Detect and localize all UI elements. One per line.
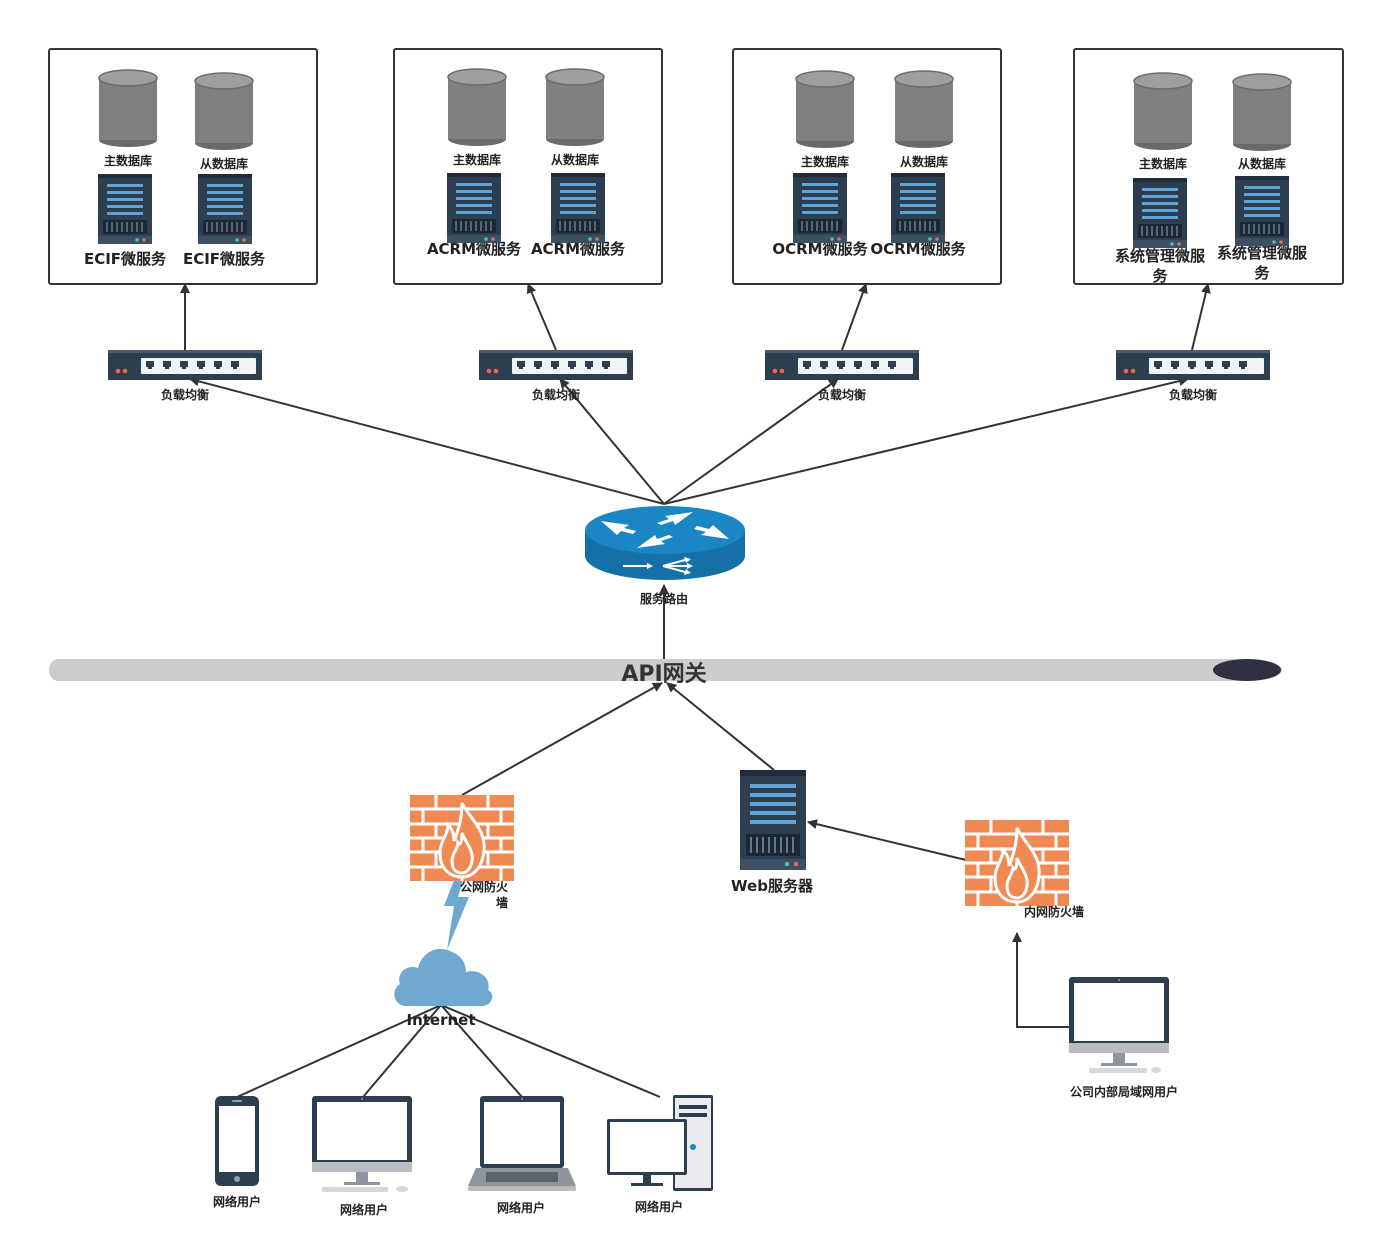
firewall-icon [965, 820, 1069, 906]
service-label: ACRM微服务 [426, 240, 522, 258]
slave-db-label: 从数据库 [199, 157, 248, 171]
slave-db-label: 从数据库 [1237, 157, 1286, 171]
edge-lb2-to-cluster2 [526, 283, 557, 351]
service-cluster-ocrm [732, 48, 1002, 285]
slave-db-label: 从数据库 [550, 153, 599, 167]
edge-router-to-lb4 [663, 376, 1189, 505]
service-cluster-sysmgmt [1073, 48, 1344, 285]
workstation-icon [607, 1095, 713, 1191]
master-db-label: 主数据库 [103, 154, 152, 168]
database-icon [1133, 72, 1193, 150]
service-cluster-ecif [48, 48, 318, 285]
database-icon [194, 72, 254, 150]
edge-webserver-to-gateway [666, 682, 775, 771]
database-icon [545, 68, 605, 146]
laptop-icon [468, 1096, 576, 1191]
load-balancer-icon [765, 350, 919, 380]
service-label: ECIF微服务 [83, 250, 167, 268]
net-user-label: 网络用户 [212, 1195, 261, 1209]
load-balancer-label: 负载均衡 [817, 388, 866, 402]
edge-public-firewall-to-gateway [461, 682, 663, 796]
service-label: 系统管理微服务 [1114, 247, 1205, 285]
server-icon [1133, 178, 1187, 248]
database-icon [98, 69, 158, 147]
server-icon [891, 173, 945, 243]
api-gateway-label: API网关 [621, 662, 707, 687]
firewall-icon [410, 795, 514, 881]
load-balancer-label: 负载均衡 [160, 388, 209, 402]
database-icon [1232, 73, 1292, 151]
net-user-label: 网络用户 [496, 1201, 545, 1215]
load-balancer-icon [479, 350, 633, 380]
web-server-icon [740, 770, 806, 870]
load-balancer-icon [108, 350, 262, 380]
monitor-icon [1069, 977, 1169, 1073]
server-icon [793, 173, 847, 243]
load-balancer-label: 负载均衡 [1168, 388, 1217, 402]
service-label: ACRM微服务 [530, 240, 626, 258]
database-icon [795, 70, 855, 148]
internal-user-label: 公司内部局域网用户 [1069, 1085, 1178, 1099]
service-cluster-acrm [393, 48, 663, 285]
net-user-label: 网络用户 [634, 1200, 683, 1214]
router-icon [585, 506, 745, 580]
edge-internal-firewall-to-webserver [807, 819, 967, 861]
database-icon [894, 70, 954, 148]
master-db-label: 主数据库 [800, 155, 849, 169]
service-label: 系统管理微服务 [1216, 244, 1307, 282]
edge-internal-user-to-firewall [1012, 932, 1071, 1028]
internet-label: Internet [406, 1011, 476, 1029]
server-icon [447, 173, 501, 243]
internal-firewall-label: 内网防火墙 [1023, 905, 1084, 919]
desktop-icon [312, 1096, 412, 1192]
service-label: OCRM微服务 [772, 240, 868, 258]
api-gateway-bar [49, 659, 1282, 681]
cloud-icon [394, 948, 493, 1006]
service-label: ECIF微服务 [182, 250, 266, 268]
server-icon [198, 174, 252, 244]
slave-db-label: 从数据库 [899, 155, 948, 169]
master-db-label: 主数据库 [452, 153, 501, 167]
load-balancer-label: 负载均衡 [531, 388, 580, 402]
service-label: OCRM微服务 [870, 240, 966, 258]
phone-icon [215, 1096, 259, 1186]
server-icon [1235, 176, 1289, 246]
database-icon [447, 68, 507, 146]
edge-lb3-to-cluster3 [841, 283, 868, 351]
web-server-label: Web服务器 [731, 877, 813, 895]
load-balancer-icon [1116, 350, 1270, 380]
public-firewall-label: 公网防火墙 [459, 880, 508, 910]
master-db-label: 主数据库 [1138, 157, 1187, 171]
server-icon [98, 174, 152, 244]
router-label: 服务路由 [639, 592, 688, 606]
net-user-label: 网络用户 [339, 1203, 388, 1217]
server-icon [551, 173, 605, 243]
edge-lb4-to-cluster4 [1191, 283, 1211, 351]
